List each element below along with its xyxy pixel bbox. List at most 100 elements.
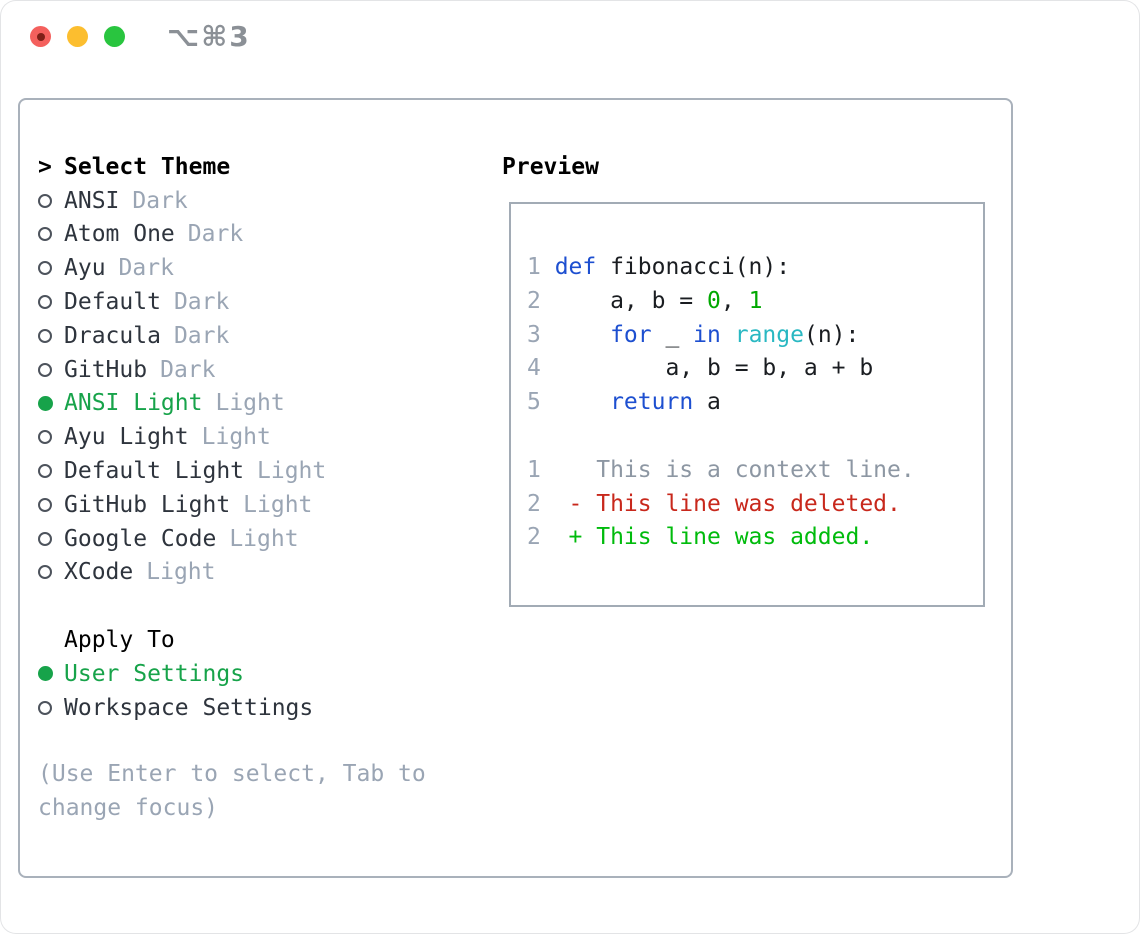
code-token: (n): xyxy=(803,321,860,348)
radio-icon xyxy=(38,193,52,208)
code-line: 1 def fibonacci(n): xyxy=(527,251,975,285)
code-line: 2 a, b = 0, 1 xyxy=(527,285,975,319)
line-number: 3 xyxy=(527,321,541,348)
minimize-button[interactable] xyxy=(67,26,88,47)
theme-variant-tag: Dark xyxy=(132,187,188,214)
select-theme-header-row: > Select Theme xyxy=(38,150,478,184)
radio-icon xyxy=(38,227,52,242)
line-number: 2 xyxy=(527,524,541,551)
radio-icon xyxy=(38,700,52,715)
theme-option-ansi-light[interactable]: ANSI Light Light xyxy=(38,387,478,421)
theme-name: GitHub xyxy=(64,356,148,383)
radio-selected-icon xyxy=(38,666,53,682)
code-token: 0 xyxy=(707,287,721,314)
close-button[interactable] xyxy=(30,26,51,47)
theme-name: GitHub Light xyxy=(64,491,231,518)
code-token: _ xyxy=(651,321,694,348)
prompt-icon: > xyxy=(38,153,52,180)
code-token xyxy=(555,322,610,348)
preview-title: Preview xyxy=(502,153,599,180)
code-token: return xyxy=(610,389,694,416)
code-token: def xyxy=(554,254,597,280)
theme-option-dracula[interactable]: Dracula Dark xyxy=(38,319,478,353)
apply-option-user-settings[interactable]: User Settings xyxy=(38,657,478,691)
theme-option-github[interactable]: GitHub Dark xyxy=(38,353,478,387)
zoom-button[interactable] xyxy=(104,26,125,47)
radio-icon xyxy=(38,362,52,377)
theme-variant-tag: Dark xyxy=(173,322,230,349)
code-line: 4 a, b = b, a + b xyxy=(527,352,975,386)
radio-icon xyxy=(38,497,52,512)
theme-option-ayu[interactable]: Ayu Dark xyxy=(38,251,478,285)
radio-icon xyxy=(38,261,52,276)
code-token xyxy=(555,389,610,415)
line-number: 1 xyxy=(527,254,541,280)
theme-option-github-light[interactable]: GitHub Light Light xyxy=(38,488,478,522)
radio-icon xyxy=(38,430,52,445)
theme-name: Ayu xyxy=(64,255,106,282)
theme-variant-tag: Dark xyxy=(118,255,174,282)
code-line: 3 for _ in range(n): xyxy=(527,319,975,353)
theme-option-ayu-light[interactable]: Ayu Light Light xyxy=(38,420,478,454)
apply-option-label: User Settings xyxy=(64,660,245,687)
theme-name: Dracula xyxy=(64,322,161,349)
theme-option-default[interactable]: Default Dark xyxy=(38,285,478,319)
titlebar: ⌥⌘3 xyxy=(0,0,1140,97)
apply-option-workspace-settings[interactable]: Workspace Settings xyxy=(38,691,478,725)
theme-name: Default xyxy=(64,289,161,316)
code-token xyxy=(721,322,735,348)
theme-variant-tag: Light xyxy=(243,491,313,518)
code-token: This is a context line. xyxy=(554,456,915,483)
code-line: 2 - This line was deleted. xyxy=(527,488,975,522)
radio-icon xyxy=(38,295,52,310)
theme-name: XCode xyxy=(64,559,134,586)
code-token: - This line was deleted. xyxy=(554,490,901,517)
radio-icon xyxy=(38,328,52,343)
code-token: a, b = xyxy=(554,287,708,314)
line-number: 4 xyxy=(527,355,541,382)
code-token: a, b = b, a + b xyxy=(554,355,874,382)
theme-variant-tag: Dark xyxy=(173,289,230,316)
select-theme-title: Select Theme xyxy=(64,153,231,180)
radio-selected-icon xyxy=(38,395,53,411)
line-number: 2 xyxy=(527,490,541,517)
theme-variant-tag: Dark xyxy=(160,356,216,383)
theme-name: Google Code xyxy=(64,525,217,552)
code-token: a xyxy=(693,389,721,416)
theme-name: ANSI Light xyxy=(64,390,203,417)
theme-variant-tag: Dark xyxy=(187,221,244,248)
theme-variant-tag: Light xyxy=(201,424,271,451)
theme-name: Default Light xyxy=(64,458,245,485)
theme-variant-tag: Light xyxy=(229,525,299,552)
apply-to-title: Apply To xyxy=(64,627,175,654)
code-line: 5 return a xyxy=(527,386,975,420)
line-number: 1 xyxy=(527,456,541,483)
theme-option-google-code[interactable]: Google Code Light xyxy=(38,522,478,556)
apply-option-label: Workspace Settings xyxy=(64,694,314,721)
radio-icon xyxy=(38,565,52,580)
line-number: 5 xyxy=(527,389,541,416)
line-number: 2 xyxy=(527,287,541,314)
theme-option-atom-one[interactable]: Atom One Dark xyxy=(38,218,478,252)
apply-to-header-row: Apply To xyxy=(38,623,478,657)
spacer xyxy=(38,589,478,623)
theme-name: Ayu Light xyxy=(64,424,189,451)
code-token: + This line was added. xyxy=(554,524,874,551)
code-token: 1 xyxy=(748,287,763,314)
code-token: , xyxy=(720,287,749,314)
theme-variant-tag: Light xyxy=(215,390,285,417)
code-token: range xyxy=(734,321,804,348)
theme-name: Atom One xyxy=(64,221,175,248)
code-token: fibonacci(n): xyxy=(596,254,791,280)
radio-icon xyxy=(38,464,52,479)
code-token: for xyxy=(610,321,652,348)
